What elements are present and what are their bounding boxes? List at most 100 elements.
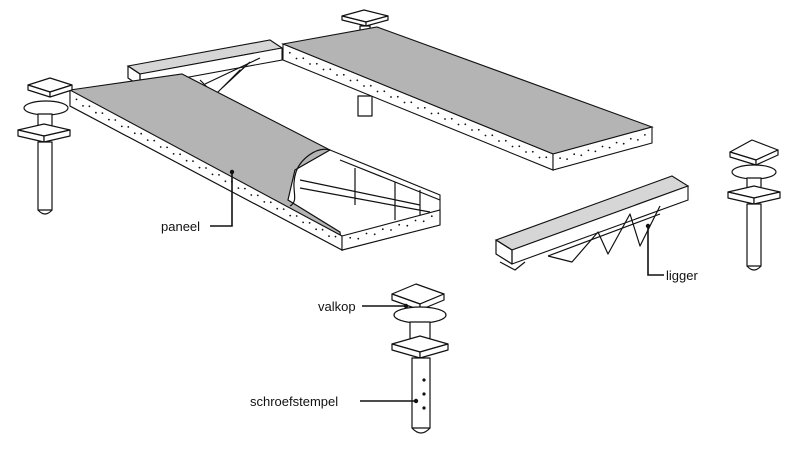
rivet: [511, 145, 514, 148]
label-ligger: ligger: [666, 268, 698, 283]
rivet: [357, 237, 360, 240]
rivet: [172, 153, 175, 155]
rivet: [477, 128, 480, 131]
rivet: [531, 150, 534, 153]
rivet: [471, 129, 473, 131]
rivet: [365, 232, 368, 235]
rivet: [198, 166, 201, 169]
label-paneel: paneel: [161, 219, 200, 234]
rivet: [525, 151, 527, 153]
rivet: [538, 156, 541, 159]
rivet: [417, 107, 419, 109]
rivet: [349, 236, 352, 239]
rivet: [580, 154, 583, 157]
rivet: [422, 220, 425, 223]
rivet: [376, 90, 379, 93]
rivet: [356, 79, 359, 82]
rivet: [114, 119, 117, 121]
rivet: [373, 233, 376, 236]
rivet: [192, 160, 194, 163]
rivet: [120, 125, 123, 128]
rivet: [302, 221, 304, 224]
rivet: [363, 85, 365, 87]
rivet: [282, 208, 285, 211]
rivet: [146, 139, 149, 142]
rivet: [250, 194, 253, 196]
rivet: [205, 167, 207, 169]
rivet: [82, 105, 84, 107]
rivet: [295, 215, 298, 217]
rivet: [396, 95, 399, 98]
rivet: [276, 207, 279, 210]
rivet: [390, 96, 392, 98]
rivet: [179, 153, 182, 156]
rivet: [218, 174, 220, 176]
rivet: [224, 180, 227, 183]
rivet: [308, 222, 311, 224]
rivet: [289, 214, 292, 217]
rivet: [166, 146, 169, 149]
rivet: [349, 79, 352, 82]
rivet: [133, 132, 136, 135]
rivet: [615, 141, 618, 144]
prop-center: [391, 283, 449, 434]
rivet: [491, 134, 494, 137]
rivet: [430, 215, 433, 218]
rivet: [328, 235, 330, 238]
rivet: [390, 229, 392, 231]
rivet: [622, 142, 625, 145]
rivet: [450, 117, 453, 120]
rivet: [484, 134, 487, 137]
label-schroefstempel-group: schroefstempel: [250, 394, 419, 409]
label-valkop-group: valkop: [318, 299, 409, 314]
rivet: [369, 84, 372, 87]
rivet: [644, 134, 646, 136]
rivet: [629, 137, 632, 140]
rivet: [295, 57, 298, 60]
rivet: [437, 112, 440, 115]
rivet: [211, 173, 214, 176]
rivet: [573, 153, 576, 156]
rivet: [302, 57, 305, 60]
rivet: [329, 68, 332, 71]
rivet: [153, 139, 156, 142]
rivet: [244, 187, 246, 190]
rivet: [414, 219, 417, 222]
rivet: [140, 132, 143, 135]
rivet: [322, 68, 325, 71]
rivet: [403, 101, 406, 104]
rivet: [430, 112, 433, 115]
ligger-leader: [647, 226, 664, 276]
rivet: [263, 201, 266, 203]
rivet: [101, 112, 104, 114]
rivet: [315, 62, 318, 65]
panel-right: [281, 26, 654, 171]
rivet: [504, 139, 507, 142]
rivet: [108, 118, 110, 121]
panel-left: [69, 73, 441, 251]
rivet: [457, 123, 460, 126]
rivet: [237, 187, 240, 190]
rivet: [381, 228, 384, 231]
ligger-lower: [494, 175, 690, 271]
rivet: [464, 123, 467, 126]
rivet: [637, 139, 639, 141]
rivet: [185, 159, 188, 162]
rivet: [334, 235, 337, 238]
rivet: [594, 150, 597, 153]
label-schroefstempel: schroefstempel: [250, 394, 338, 409]
prop-right: [727, 139, 781, 271]
rivet: [601, 145, 604, 148]
rivet: [95, 111, 97, 114]
rivet: [75, 98, 78, 101]
rivet: [256, 194, 259, 197]
rivet: [608, 146, 611, 149]
rivet: [88, 105, 91, 108]
rivet: [545, 156, 548, 159]
rivet: [587, 149, 590, 152]
rivet: [321, 228, 324, 231]
label-ligger-group: ligger: [645, 223, 698, 283]
rivet: [566, 158, 568, 161]
label-valkop: valkop: [318, 299, 356, 314]
